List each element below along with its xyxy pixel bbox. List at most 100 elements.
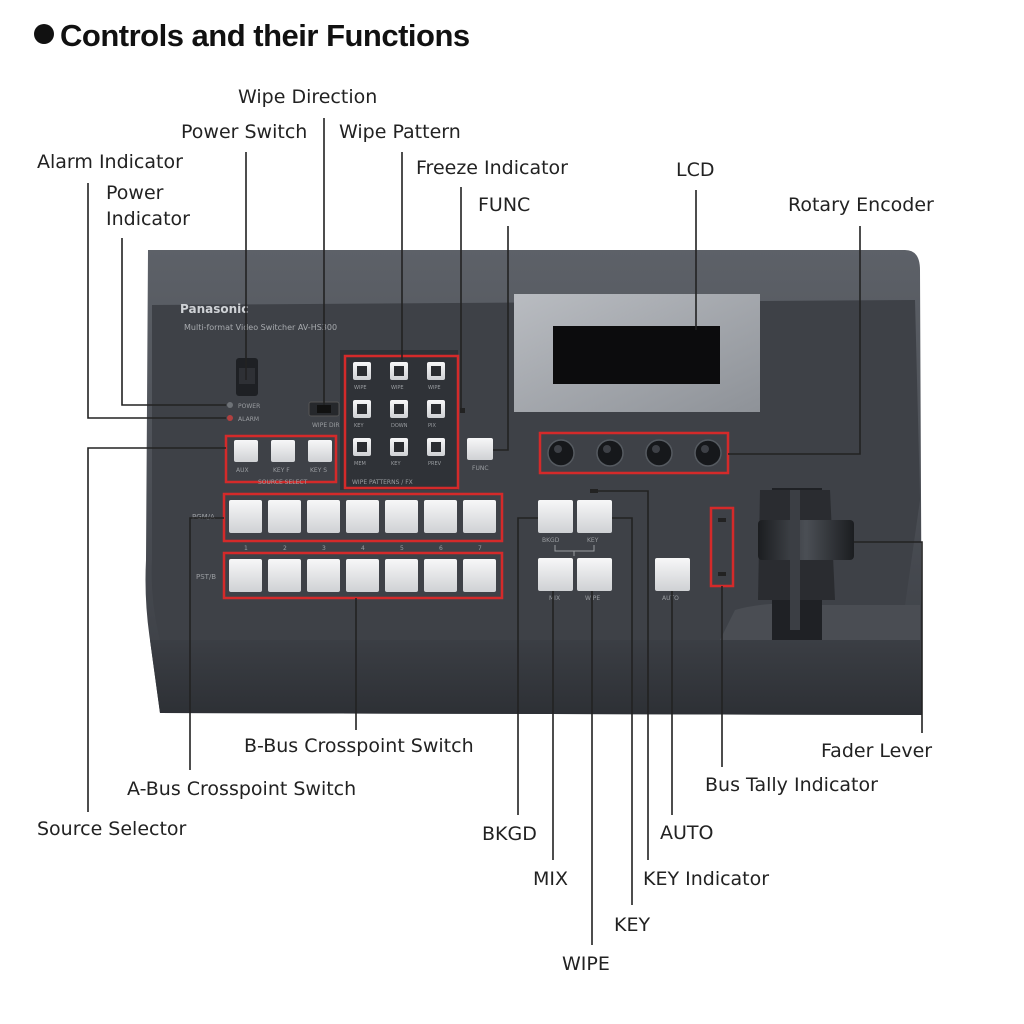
crosspoint-number: 4	[361, 545, 365, 552]
crosspoint-button[interactable]	[346, 559, 379, 592]
callout-bkgd: BKGD	[482, 823, 537, 845]
wipe-pattern-label: WIPE	[354, 385, 367, 391]
auto-button	[655, 558, 690, 591]
wipe-pattern-caption: WIPE PATTERNS / FX	[352, 479, 413, 486]
callout-func: FUNC	[478, 194, 531, 216]
b-bus-buttons	[229, 559, 496, 592]
pst-label: PST/B	[196, 573, 216, 581]
freeze-led	[460, 408, 465, 413]
page-title: Controls and their Functions	[34, 18, 470, 54]
crosspoint-button[interactable]	[424, 500, 457, 533]
callout-rotary-encoder: Rotary Encoder	[788, 194, 934, 216]
lcd-screen	[553, 326, 720, 384]
callout-freeze-indicator: Freeze Indicator	[416, 157, 568, 179]
key-label: KEY	[587, 537, 599, 544]
a-bus-buttons	[229, 500, 496, 533]
callout-power-indicator-line2: Indicator	[106, 208, 190, 230]
callout-lcd: LCD	[676, 159, 715, 181]
crosspoint-number: 3	[322, 545, 326, 552]
source-select-label: SOURCE SELECT	[258, 479, 308, 486]
rotary-encoder-knob[interactable]	[645, 439, 673, 467]
pgm-label: PGM/A	[192, 513, 215, 521]
source-button[interactable]	[308, 440, 332, 462]
mix-button	[538, 558, 573, 591]
callout-auto: AUTO	[660, 822, 714, 844]
wipe-pattern-label: PREV	[428, 461, 442, 467]
callout-source-selector: Source Selector	[37, 818, 187, 840]
callout-bus-tally: Bus Tally Indicator	[705, 774, 878, 796]
key-button	[577, 500, 612, 533]
wipe-pattern-icon	[357, 442, 367, 452]
brand-text: Panasonic	[180, 302, 248, 316]
crosspoint-button[interactable]	[385, 559, 418, 592]
source-button-label: KEY F	[273, 467, 290, 474]
source-button[interactable]	[271, 440, 295, 462]
func-button	[467, 438, 493, 460]
crosspoint-button[interactable]	[268, 500, 301, 533]
callout-key: KEY	[614, 914, 651, 936]
alarm-label: ALARM	[238, 416, 259, 423]
callout-mix: MIX	[533, 868, 569, 890]
callout-power-switch: Power Switch	[181, 121, 308, 143]
panel-front	[150, 640, 922, 715]
crosspoint-button[interactable]	[307, 559, 340, 592]
bkgd-button	[538, 500, 573, 533]
callout-key-indicator: KEY Indicator	[643, 868, 770, 890]
wipe-button	[577, 558, 612, 591]
crosspoint-number: 5	[400, 545, 404, 552]
model-text: Multi-format Video Switcher AV-HS300	[184, 323, 337, 332]
wipe-pattern-icon	[431, 442, 441, 452]
wipe-dir-label: WIPE DIR	[312, 422, 340, 429]
key-indicator-led	[590, 489, 598, 493]
auto-label: AUTO	[662, 595, 679, 602]
bullet-icon	[34, 24, 54, 44]
crosspoint-button[interactable]	[346, 500, 379, 533]
callout-power-indicator-line1: Power	[106, 182, 164, 204]
crosspoint-button[interactable]	[463, 500, 496, 533]
callout-a-bus: A-Bus Crosspoint Switch	[127, 778, 357, 800]
source-button[interactable]	[234, 440, 258, 462]
wipe-pattern-label: PIX	[428, 423, 436, 429]
mix-label: MIX	[549, 595, 560, 602]
wipe-pattern-icon	[357, 404, 367, 414]
crosspoint-button[interactable]	[463, 559, 496, 592]
crosspoint-button[interactable]	[268, 559, 301, 592]
callout-alarm-indicator: Alarm Indicator	[37, 151, 183, 173]
rotary-encoders	[547, 439, 722, 467]
crosspoint-number: 2	[283, 545, 287, 552]
rotary-highlight	[538, 431, 730, 475]
b-bus-highlight	[222, 551, 504, 600]
rotary-encoder-knob[interactable]	[547, 439, 575, 467]
wipe-pattern-label: WIPE	[428, 385, 441, 391]
alarm-led	[227, 415, 233, 421]
callout-wipe-pattern: Wipe Pattern	[339, 121, 461, 143]
crosspoint-button[interactable]	[229, 500, 262, 533]
crosspoint-button[interactable]	[424, 559, 457, 592]
wipe-pattern-icon	[431, 366, 441, 376]
crosspoint-button[interactable]	[307, 500, 340, 533]
power-label: POWER	[238, 403, 260, 410]
source-selector-highlight	[224, 434, 338, 484]
callout-b-bus: B-Bus Crosspoint Switch	[244, 735, 474, 757]
crosspoint-button[interactable]	[385, 500, 418, 533]
wipe-pattern-icon	[431, 404, 441, 414]
crosspoint-button[interactable]	[229, 559, 262, 592]
callout-fader-lever: Fader Lever	[821, 740, 933, 762]
rotary-encoder-knob[interactable]	[694, 439, 722, 467]
title-text: Controls and their Functions	[60, 18, 470, 53]
wipe-pattern-label: WIPE	[391, 385, 404, 391]
wipe-pattern-label: DOWN	[391, 423, 408, 429]
wipe-pattern-icon	[394, 404, 404, 414]
source-button-label: AUX	[236, 467, 249, 474]
power-led	[227, 402, 233, 408]
fader-lever	[758, 520, 854, 560]
func-label: FUNC	[472, 465, 489, 472]
wipe-pattern-icon	[357, 366, 367, 376]
callout-wipe: WIPE	[562, 953, 610, 975]
source-button-label: KEY S	[310, 467, 327, 474]
rotary-encoder-knob[interactable]	[596, 439, 624, 467]
wipe-pattern-icon	[394, 442, 404, 452]
